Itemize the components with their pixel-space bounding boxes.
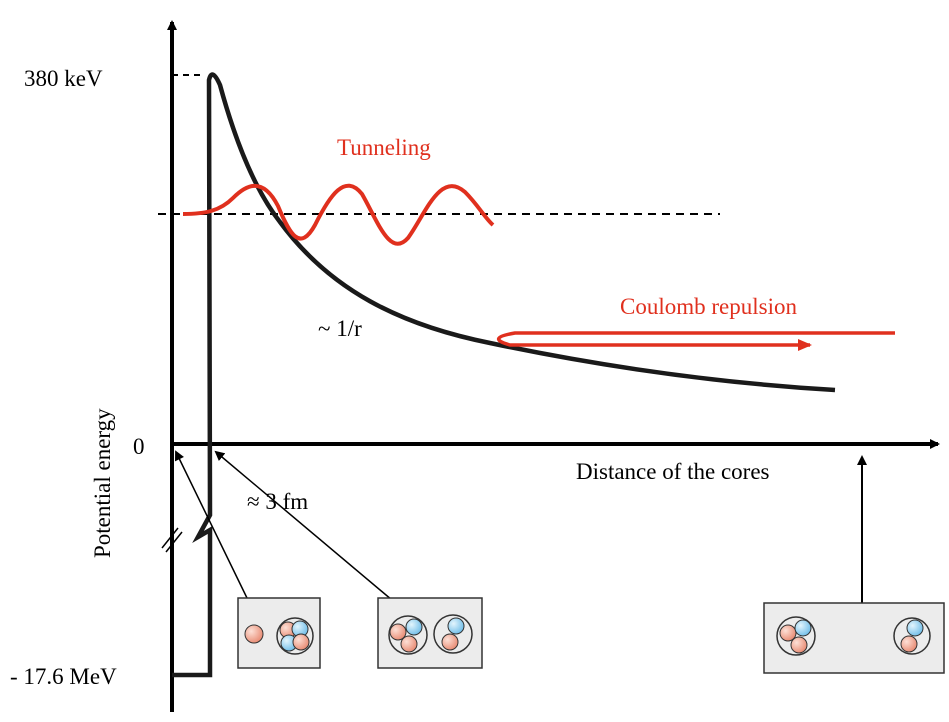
inset-touching-nuclei [377,597,483,669]
tunneling-wave [182,183,495,246]
neutron-particle [244,624,264,644]
pointer-line-fused [175,450,248,599]
tritium-nucleus-outline [776,616,816,656]
tick-label-zero: 0 [133,434,145,459]
y-axis-label: Potential energy [90,408,115,558]
inverse-r-label: ~ 1/r [318,316,362,341]
tritium-nucleus-outline [388,615,428,655]
inset-fused-nuclei [237,597,321,669]
deuterium-nucleus-outline [893,617,931,655]
helium-nucleus-outline [276,617,314,655]
x-axis-label: Distance of the cores [576,459,770,484]
coulomb-arrow [497,331,895,351]
inset-separated-nuclei [763,602,945,674]
range-label: ≈ 3 fm [247,489,308,514]
coulomb-label: Coulomb repulsion [620,294,797,319]
axis-break [161,527,183,553]
tunneling-label: Tunneling [337,135,431,160]
deuterium-nucleus-outline [433,614,473,654]
tick-label-380kev: 380 keV [24,66,103,91]
potential-curve [172,72,836,678]
pointer-line-touching [214,450,393,601]
tick-label-minus-17-6mev: - 17.6 MeV [10,664,117,689]
